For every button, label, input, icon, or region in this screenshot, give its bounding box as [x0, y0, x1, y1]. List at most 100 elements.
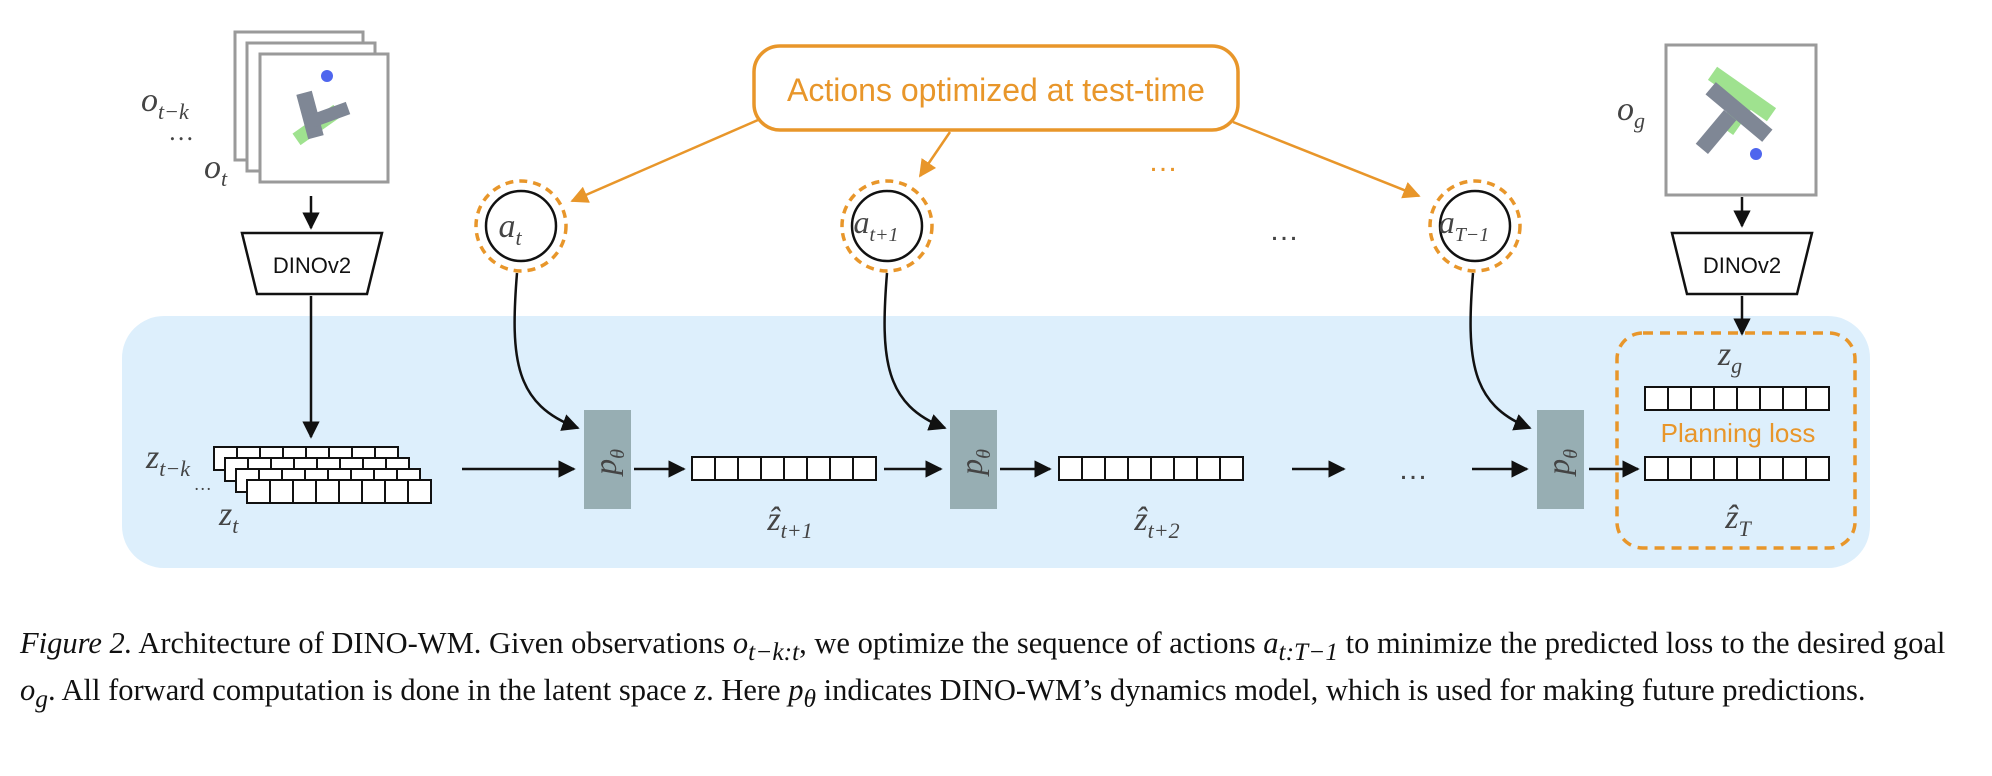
- action-2-base: a: [853, 204, 869, 240]
- action-1-base: a: [498, 208, 515, 245]
- pred-latent-1-base: ẑ: [766, 501, 781, 538]
- obs-first-base: o: [141, 82, 158, 119]
- latent-token: [1736, 456, 1761, 481]
- latent-token: [315, 479, 340, 504]
- latent-token: [1104, 456, 1129, 481]
- goal-latent-base: z: [1717, 336, 1731, 373]
- latent-last-base: z: [218, 496, 232, 533]
- latent-token: [1196, 456, 1221, 481]
- svg-text:pθ: pθ: [953, 449, 995, 477]
- latent-token: [714, 456, 739, 481]
- svg-text:zt: zt: [218, 496, 239, 538]
- observation-stack: [233, 30, 390, 184]
- latent-token: [1690, 386, 1715, 411]
- goal-observation: [1664, 43, 1818, 197]
- svg-text:ẑT: ẑT: [1724, 499, 1752, 541]
- latent-token: [1759, 456, 1784, 481]
- latent-token: [1150, 456, 1175, 481]
- goal-obs-base: o: [1617, 91, 1634, 128]
- latent-token: [1058, 456, 1083, 481]
- latent-ellipsis: …: [195, 474, 211, 494]
- predictor-2-sub: θ: [973, 449, 995, 459]
- encoder-left-label: DINOv2: [273, 253, 351, 278]
- forward-dots: …: [1398, 453, 1428, 486]
- latent-token: [1667, 456, 1692, 481]
- action-node-3: aT−1: [1428, 179, 1522, 273]
- svg-text:pθ: pθ: [1540, 449, 1582, 477]
- svg-text:ot: ot: [204, 149, 228, 191]
- obs-last-base: o: [204, 149, 221, 186]
- latent-token: [1782, 456, 1807, 481]
- latent-token: [1219, 456, 1244, 481]
- latent-token: [806, 456, 831, 481]
- goal-latent-sub: g: [1731, 353, 1742, 378]
- latent-first-sub: t−k: [159, 456, 191, 481]
- latent-token: [1081, 456, 1106, 481]
- latent-token: [737, 456, 762, 481]
- latent-token: [1644, 456, 1669, 481]
- pred-latent-3-base: ẑ: [1724, 499, 1739, 536]
- t-shape-bar: [296, 90, 324, 140]
- svg-text:pθ: pθ: [587, 449, 629, 477]
- latent-token: [384, 479, 409, 504]
- svg-text:aT−1: aT−1: [1439, 204, 1490, 246]
- figure-caption: Figure 2. Architecture of DINO-WM. Given…: [20, 626, 1946, 714]
- predictor-2-base: p: [953, 459, 989, 477]
- pred-latent-1-sub: t+1: [781, 518, 813, 543]
- latent-token: [1644, 386, 1669, 411]
- goal-obs-sub: g: [1634, 108, 1645, 133]
- caption-label: Figure 2.: [20, 626, 133, 660]
- pred-latent-2-sub: t+2: [1148, 518, 1180, 543]
- latent-token: [1127, 456, 1152, 481]
- latent-token: [361, 479, 386, 504]
- latent-token: [760, 456, 785, 481]
- latent-token: [783, 456, 808, 481]
- latent-token: [852, 456, 877, 481]
- latent-input-stack: [213, 446, 432, 504]
- latent-token: [1805, 386, 1830, 411]
- predictor-3: pθ: [1537, 410, 1584, 509]
- latent-token: [292, 479, 317, 504]
- predictor-1-base: p: [587, 459, 623, 477]
- latent-token: [407, 479, 432, 504]
- latent-token: [246, 479, 271, 504]
- latent-first-base: z: [145, 439, 159, 476]
- action-1-sub: t: [515, 225, 522, 250]
- action-dots: …: [1269, 214, 1299, 247]
- latent-token: [338, 479, 363, 504]
- latent-token: [1173, 456, 1198, 481]
- svg-text:ẑt+1: ẑt+1: [766, 501, 812, 543]
- action-node-2: at+1: [840, 179, 934, 273]
- latent-row-t1: [691, 456, 877, 481]
- predictor-3-base: p: [1540, 459, 1576, 477]
- action-node-1: at: [474, 179, 568, 273]
- latent-token: [1736, 386, 1761, 411]
- planning-loss-label: Planning loss: [1661, 418, 1816, 448]
- predictor-3-sub: θ: [1560, 449, 1582, 459]
- predictor-1-sub: θ: [607, 449, 629, 459]
- encoder-right: [1670, 231, 1814, 296]
- obs-ellipsis: …: [170, 117, 193, 146]
- architecture-figure: ot−k … ot DINOv2 zt−k … zt Actions optim…: [122, 30, 1870, 568]
- latent-token: [691, 456, 716, 481]
- encoder-right-label: DINOv2: [1703, 253, 1781, 278]
- latent-token: [829, 456, 854, 481]
- action-2-sub: t+1: [869, 224, 898, 246]
- svg-text:ot−k: ot−k: [141, 82, 190, 124]
- pred-latent-3-sub: T: [1738, 516, 1752, 541]
- svg-text:at: at: [498, 208, 522, 250]
- svg-text:zg: zg: [1717, 336, 1742, 378]
- latent-token: [1667, 386, 1692, 411]
- action-3-base: a: [1439, 204, 1455, 240]
- predictor-1: pθ: [584, 410, 631, 509]
- svg-text:zt−k: zt−k: [145, 439, 191, 481]
- latent-token: [1782, 386, 1807, 411]
- latent-token: [1690, 456, 1715, 481]
- action-3-sub: T−1: [1455, 224, 1490, 246]
- goal-agent-dot: [1750, 148, 1762, 160]
- latent-last-sub: t: [232, 513, 239, 538]
- latent-token: [1713, 386, 1738, 411]
- actions-label: Actions optimized at test-time: [787, 72, 1205, 108]
- latent-token: [1759, 386, 1784, 411]
- latent-row-t2: [1058, 456, 1244, 481]
